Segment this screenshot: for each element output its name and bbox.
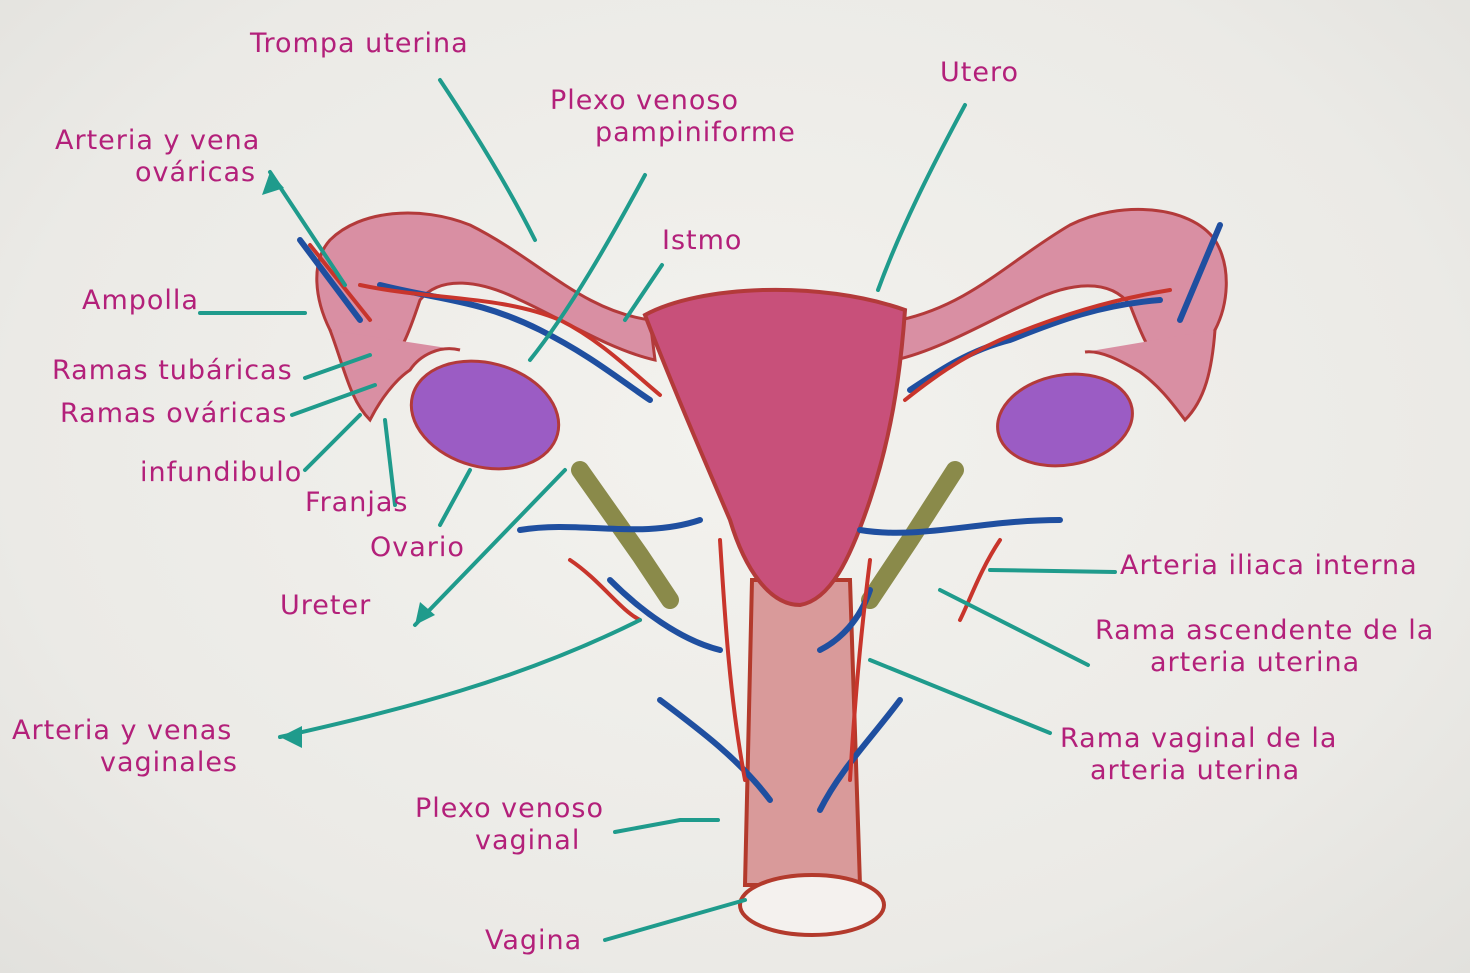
label-franjas: Franjas [305, 487, 408, 519]
right-ovary [990, 364, 1140, 476]
label-trompa-uterina: Trompa uterina [250, 28, 469, 60]
label-line: Arteria y venas [12, 715, 238, 747]
label-plexo-vaginal: Plexo venoso vaginal [415, 793, 604, 858]
label-infundibulo: infundibulo [140, 457, 302, 489]
label-line: vaginal [475, 825, 604, 857]
label-rama-vaginal: Rama vaginal de la arteria uterina [1060, 723, 1337, 788]
label-line: Arteria y vena [55, 125, 260, 157]
label-line: Rama ascendente de la [1095, 615, 1434, 647]
label-arterias-vaginales: Arteria y venas vaginales [12, 715, 238, 780]
label-line: arteria uterina [1090, 755, 1337, 787]
uterus-body [645, 290, 905, 605]
label-rama-ascendente: Rama ascendente de la arteria uterina [1095, 615, 1434, 680]
label-ramas-tubaricas: Ramas tubáricas [52, 355, 293, 387]
label-line: Plexo venoso [550, 85, 796, 117]
label-arteria-iliaca: Arteria iliaca interna [1120, 550, 1418, 582]
label-line: arteria uterina [1150, 647, 1434, 679]
label-ampolla: Ampolla [82, 285, 199, 317]
label-ovario: Ovario [370, 532, 465, 564]
label-utero: Utero [940, 57, 1019, 89]
label-plexo-pampiniforme: Plexo venoso pampiniforme [550, 85, 796, 150]
label-ureter: Ureter [280, 590, 371, 622]
label-line: Plexo venoso [415, 793, 604, 825]
label-line: pampiniforme [595, 117, 796, 149]
label-line: Rama vaginal de la [1060, 723, 1337, 755]
label-vagina: Vagina [485, 925, 582, 957]
label-ramas-ovaricas: Ramas ováricas [60, 398, 287, 430]
label-line: vaginales [100, 747, 238, 779]
left-ovary [399, 345, 571, 484]
label-istmo: Istmo [662, 225, 742, 257]
label-arteria-ovarica: Arteria y vena ováricas [55, 125, 260, 190]
label-line: ováricas [135, 157, 260, 189]
